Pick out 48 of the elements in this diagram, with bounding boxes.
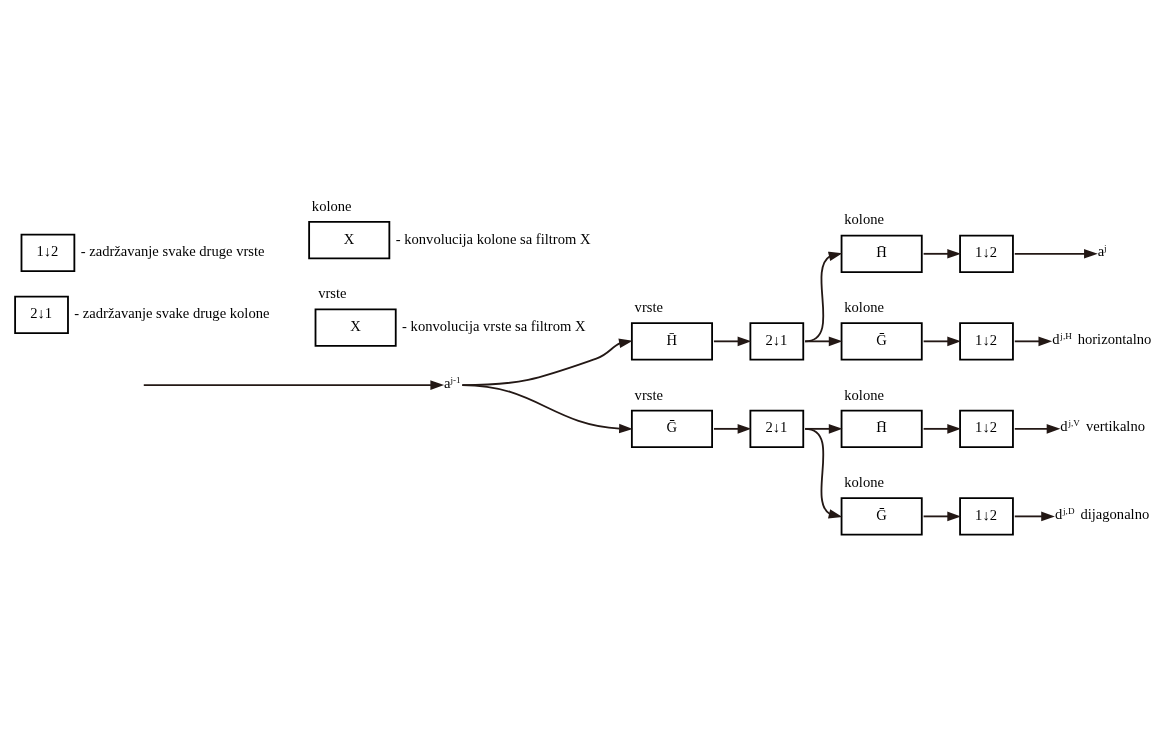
node-box: Ḡ (840, 322, 923, 361)
node-label: kolone (844, 474, 884, 491)
node-box: 2↓1 (749, 409, 805, 448)
node-label: - konvolucija kolone sa filtrom X (395, 230, 591, 247)
node-box: H̄ (630, 322, 713, 361)
node-text: d$^{j,V}$ vertikalno (1060, 418, 1145, 435)
node-label: - konvolucija vrste sa filtrom X (402, 318, 586, 335)
arrow (713, 424, 752, 434)
arrow (1013, 249, 1098, 259)
node-label: kolone (844, 298, 884, 315)
arrow (713, 336, 752, 347)
node-label: - zadržavanje svake druge kolone (74, 305, 270, 322)
arrow (922, 511, 961, 522)
node-text: a$^{j}$ (1097, 243, 1107, 260)
arrow (804, 336, 843, 347)
node-text: d$^{j,H}$ horizontalno (1052, 330, 1152, 347)
arrow (142, 380, 445, 390)
node-text: a$^{j-1}$ (444, 374, 461, 391)
node-box: 2↓1 (749, 322, 805, 361)
node-label: kolone (844, 386, 884, 403)
node-label: vrste (318, 285, 347, 302)
node-box: X (308, 221, 391, 260)
arrow (804, 427, 843, 519)
node-box: H̄ (840, 409, 923, 448)
node-box: 1↓2 (959, 234, 1014, 273)
arrow (1013, 336, 1053, 347)
node-label: kolone (311, 197, 352, 214)
node-label: - zadržavanje svake druge vrste (80, 243, 265, 260)
arrow (461, 384, 633, 434)
node-box: Ḡ (840, 497, 923, 536)
node-label: vrste (634, 386, 663, 403)
arrow (922, 336, 961, 347)
node-box: X (314, 308, 397, 347)
node-box: Ḡ (630, 409, 713, 448)
node-box: 1↓2 (959, 322, 1014, 361)
arrow (922, 424, 961, 434)
node-box: 2↓1 (14, 295, 69, 335)
node-text: d$^{j,D}$ dijagonalno (1054, 505, 1150, 522)
node-box: 1↓2 (20, 233, 76, 273)
node-box: 1↓2 (959, 409, 1014, 448)
node-box: 1↓2 (959, 497, 1014, 536)
arrow (1013, 424, 1061, 434)
node-label: vrste (634, 298, 663, 315)
node-box: H̄ (840, 234, 923, 273)
node-label: kolone (844, 211, 884, 228)
arrow (1013, 511, 1055, 522)
arrow (922, 249, 961, 259)
arrow (804, 251, 843, 343)
